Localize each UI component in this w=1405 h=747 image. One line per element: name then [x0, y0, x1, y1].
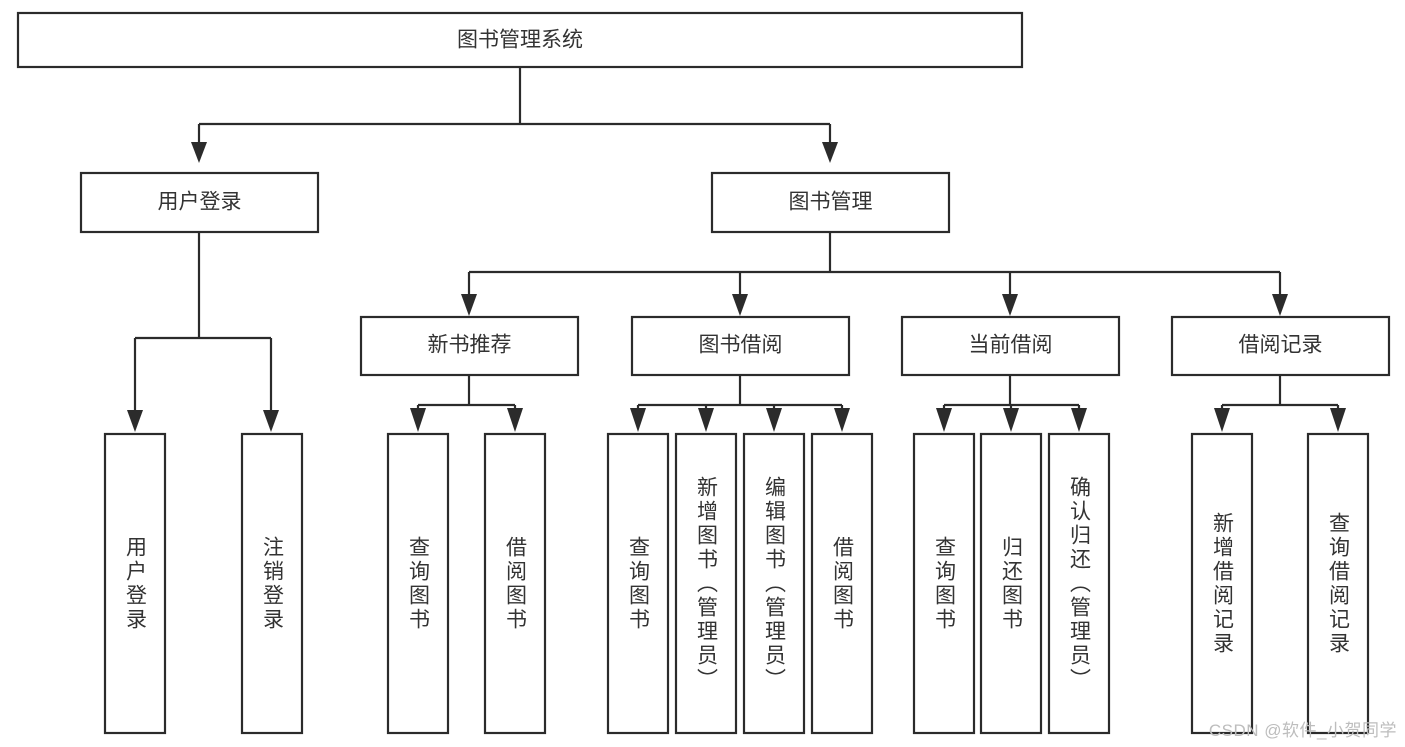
- arrowhead-new-book: [461, 294, 477, 316]
- leaf-label-user-login: 用户登录: [123, 535, 147, 632]
- node-user-login-label: 用户登录: [158, 191, 242, 214]
- node-root-box: [16, 11, 1024, 69]
- arrowhead-leaf-logout: [263, 410, 279, 432]
- arrowhead-leaf-user-login: [127, 410, 143, 432]
- leaf-box-logout[interactable]: [240, 432, 304, 735]
- node-book-borrow[interactable]: 图书借阅: [630, 315, 851, 377]
- arrowhead-br-1: [1214, 408, 1230, 432]
- leaf-label-bb-edit-book: 编辑图书（管理员）: [762, 475, 786, 692]
- node-book-management-box: [710, 171, 951, 234]
- arrowhead-nb-1: [410, 408, 426, 432]
- leaf-box-nb-query-book[interactable]: [386, 432, 450, 735]
- leaf-label-br-query-record: 查询借阅记录: [1326, 511, 1350, 656]
- node-current-borrow-label: 当前借阅: [969, 334, 1053, 357]
- arrowhead-br-2: [1330, 408, 1346, 432]
- node-root[interactable]: 图书管理系统: [16, 11, 1024, 69]
- node-book-management[interactable]: 图书管理: [710, 171, 951, 234]
- leaf-label-nb-borrow-book: 借阅图书: [503, 535, 527, 632]
- leaf-box-br-add-record[interactable]: [1190, 432, 1254, 735]
- leaf-box-cb-return-book[interactable]: [979, 432, 1043, 735]
- arrowhead-current-borrow: [1002, 294, 1018, 316]
- leaf-label-cb-query-book: 查询图书: [932, 535, 956, 632]
- node-root-label: 图书管理系统: [457, 29, 583, 52]
- leaf-label-bb-query-book: 查询图书: [626, 535, 650, 632]
- arrowhead-bb-1: [630, 408, 646, 432]
- leaf-box-bb-edit-book[interactable]: [742, 432, 806, 735]
- node-borrow-records[interactable]: 借阅记录: [1170, 315, 1391, 377]
- arrowhead-cb-1: [936, 408, 952, 432]
- arrowhead-user-login: [191, 142, 207, 163]
- arrowhead-bb-2: [698, 408, 714, 432]
- arrowhead-cb-2: [1003, 408, 1019, 432]
- arrowhead-cb-3: [1071, 408, 1087, 432]
- leaf-box-cb-confirm-return[interactable]: [1047, 432, 1111, 735]
- node-book-borrow-box: [630, 315, 851, 377]
- leaf-label-nb-query-book: 查询图书: [406, 535, 430, 632]
- node-current-borrow[interactable]: 当前借阅: [900, 315, 1121, 377]
- arrowhead-nb-2: [507, 408, 523, 432]
- leaf-label-cb-confirm-return: 确认归还（管理员）: [1067, 475, 1091, 692]
- leaf-label-bb-borrow-book: 借阅图书: [830, 535, 854, 632]
- leaf-box-br-query-record[interactable]: [1306, 432, 1370, 735]
- leaf-label-cb-return-book: 归还图书: [999, 535, 1023, 632]
- node-book-borrow-label: 图书借阅: [699, 334, 783, 357]
- leaf-label-bb-add-book: 新增图书（管理员）: [694, 475, 718, 692]
- node-user-login-box: [79, 171, 320, 234]
- leaf-box-bb-query-book[interactable]: [606, 432, 670, 735]
- leaf-label-logout: 注销登录: [260, 535, 284, 632]
- node-new-book-recommend-label: 新书推荐: [428, 334, 512, 357]
- leaf-box-user-login[interactable]: [103, 432, 167, 735]
- node-new-book-recommend[interactable]: 新书推荐: [359, 315, 580, 377]
- leaf-box-bb-add-book[interactable]: [674, 432, 738, 735]
- node-user-login[interactable]: 用户登录: [79, 171, 320, 234]
- arrowhead-book-mgmt: [822, 142, 838, 163]
- node-borrow-records-label: 借阅记录: [1239, 334, 1323, 357]
- node-book-management-label: 图书管理: [789, 191, 873, 214]
- node-borrow-records-box: [1170, 315, 1391, 377]
- arrowhead-borrow-records: [1272, 294, 1288, 316]
- arrowhead-book-borrow: [732, 294, 748, 316]
- leaf-box-nb-borrow-book[interactable]: [483, 432, 547, 735]
- arrowhead-bb-3: [766, 408, 782, 432]
- leaf-box-bb-borrow-book[interactable]: [810, 432, 874, 735]
- leaf-label-br-add-record: 新增借阅记录: [1210, 511, 1234, 656]
- node-new-book-recommend-box: [359, 315, 580, 377]
- csdn-watermark: CSDN @软件_小贺同学: [1208, 721, 1397, 740]
- arrowhead-bb-4: [834, 408, 850, 432]
- leaf-box-cb-query-book[interactable]: [912, 432, 976, 735]
